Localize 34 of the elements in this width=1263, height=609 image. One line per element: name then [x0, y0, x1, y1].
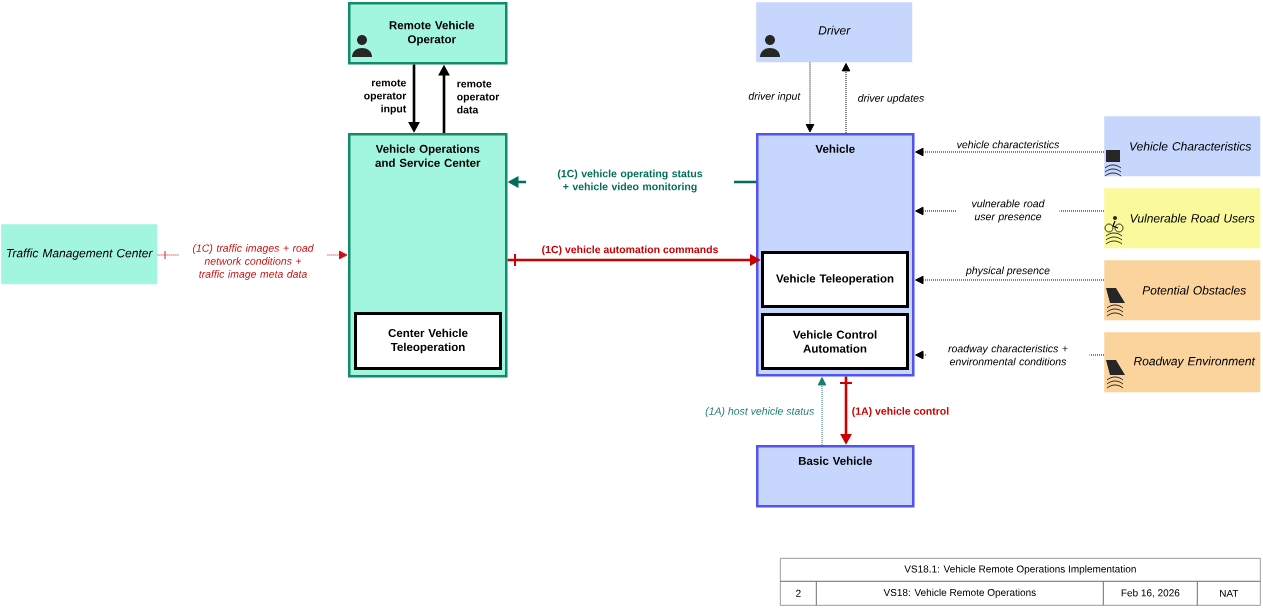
function-box: Vehicle Control Automation — [761, 313, 909, 370]
edge-label: vulnerable road user presence — [956, 198, 1060, 224]
edge-label: (1C) vehicle automation commands — [542, 245, 718, 256]
edge-label: vehicle characteristics — [957, 140, 1060, 149]
table-cell: VS18: Vehicle Remote Operations — [816, 581, 1104, 606]
terminator-box: Roadway Environment — [1104, 332, 1261, 393]
edge-label: (1A) host vehicle status — [705, 407, 815, 417]
table-cell: NAT — [1197, 581, 1261, 606]
table-cell: VS18.1: Vehicle Remote Operations Implementation — [780, 558, 1261, 582]
terminator-box: Vulnerable Road Users — [1104, 188, 1261, 249]
edge-label: (1C) traffic images + road network conditions + traffic image meta data — [179, 242, 327, 282]
subsystem-box: Basic Vehicle — [756, 445, 915, 508]
edge-label: roadway characteristics + environmental conditions — [926, 343, 1090, 367]
edge-label: driver updates — [858, 94, 924, 104]
table-cell: Feb 16, 2026 — [1103, 581, 1198, 606]
function-box: Vehicle Teleoperation — [761, 251, 909, 308]
arrow — [915, 147, 1105, 157]
edge-label: physical presence — [965, 266, 1050, 277]
table-cell: 2 — [780, 581, 817, 606]
edge-label: (1C) vehicle operating status + vehicle video monitoring — [526, 168, 734, 194]
edge-label: remote operator data — [457, 80, 500, 114]
arrow — [915, 275, 1105, 285]
arrow — [817, 377, 827, 446]
function-box: Center Vehicle Teleoperation — [354, 312, 502, 370]
edge-label: remote operator input — [364, 79, 407, 115]
arrow — [841, 63, 851, 134]
terminator-box: Remote Vehicle Operator — [348, 2, 508, 65]
edge-label: driver input — [748, 92, 801, 102]
terminator-box: Potential Obstacles — [1104, 260, 1261, 321]
arrow — [805, 61, 815, 133]
edge-label: (1A) vehicle control — [852, 407, 949, 417]
terminator-box: Traffic Management Center — [1, 224, 158, 285]
terminator-box: Vehicle Characteristics — [1104, 116, 1261, 177]
terminator-box: Driver — [756, 2, 913, 63]
